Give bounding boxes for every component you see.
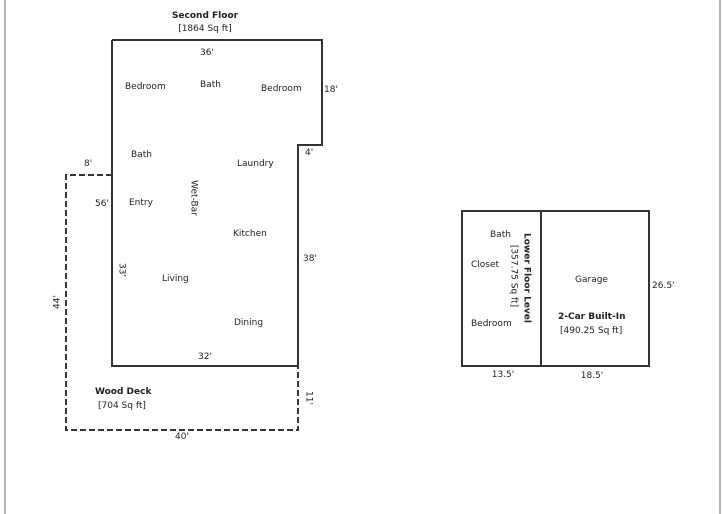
room-laundry: Laundry [237,159,274,169]
dim-garage-bottom: 18.5' [580,371,604,381]
room-entry: Entry [129,198,153,208]
dim-second-left: 56' [95,199,109,209]
room-living: Living [162,274,189,284]
dim-deck-left: 44' [52,295,63,309]
second-floor-area: [1864 Sq ft] [178,24,232,34]
room-dining: Dining [234,318,264,328]
lower-floor-title: Lower Floor Level [521,233,532,323]
dim-garage-right: 26.5' [652,281,675,291]
room-lower-bedroom: Bedroom [471,319,512,329]
second-floor-title: Second Floor [171,11,239,21]
dim-deck-bottom: 40' [175,432,189,442]
dim-second-left-inner: 33' [116,263,127,277]
lower-floor-area: [357.75 Sq ft] [508,244,519,308]
dim-deck-right: 11' [303,391,314,405]
dim-second-right-upper: 18' [324,85,338,95]
room-closet: Closet [471,260,500,270]
wood-deck-area: [704 Sq ft] [98,401,146,411]
room-bath-2: Bath [131,150,152,160]
dim-deck-top: 8' [84,159,93,169]
dim-second-right-lower: 38' [303,254,317,264]
page-border-left [4,0,6,514]
room-kitchen: Kitchen [233,229,267,239]
dim-second-bottom: 32' [198,352,212,362]
page-border-right [719,0,721,514]
garage-area: [490.25 Sq ft] [560,326,623,336]
dim-second-top: 36' [200,48,214,58]
room-bedroom-1: Bedroom [125,82,166,92]
lower-floor-garage-outline [461,210,650,367]
wood-deck-title: Wood Deck [95,387,152,397]
wood-deck-outline [65,174,299,431]
dim-notch: 4' [305,148,314,158]
garage-title: 2-Car Built-In [558,312,626,322]
room-garage: Garage [575,275,608,285]
second-floor-walls [111,39,323,367]
dim-lower-bottom: 13.5' [491,370,515,380]
room-wet-bar: Wet-Bar [188,180,199,216]
room-lower-bath: Bath [490,230,511,240]
room-bedroom-2: Bedroom [261,84,302,94]
room-bath-1: Bath [200,80,221,90]
